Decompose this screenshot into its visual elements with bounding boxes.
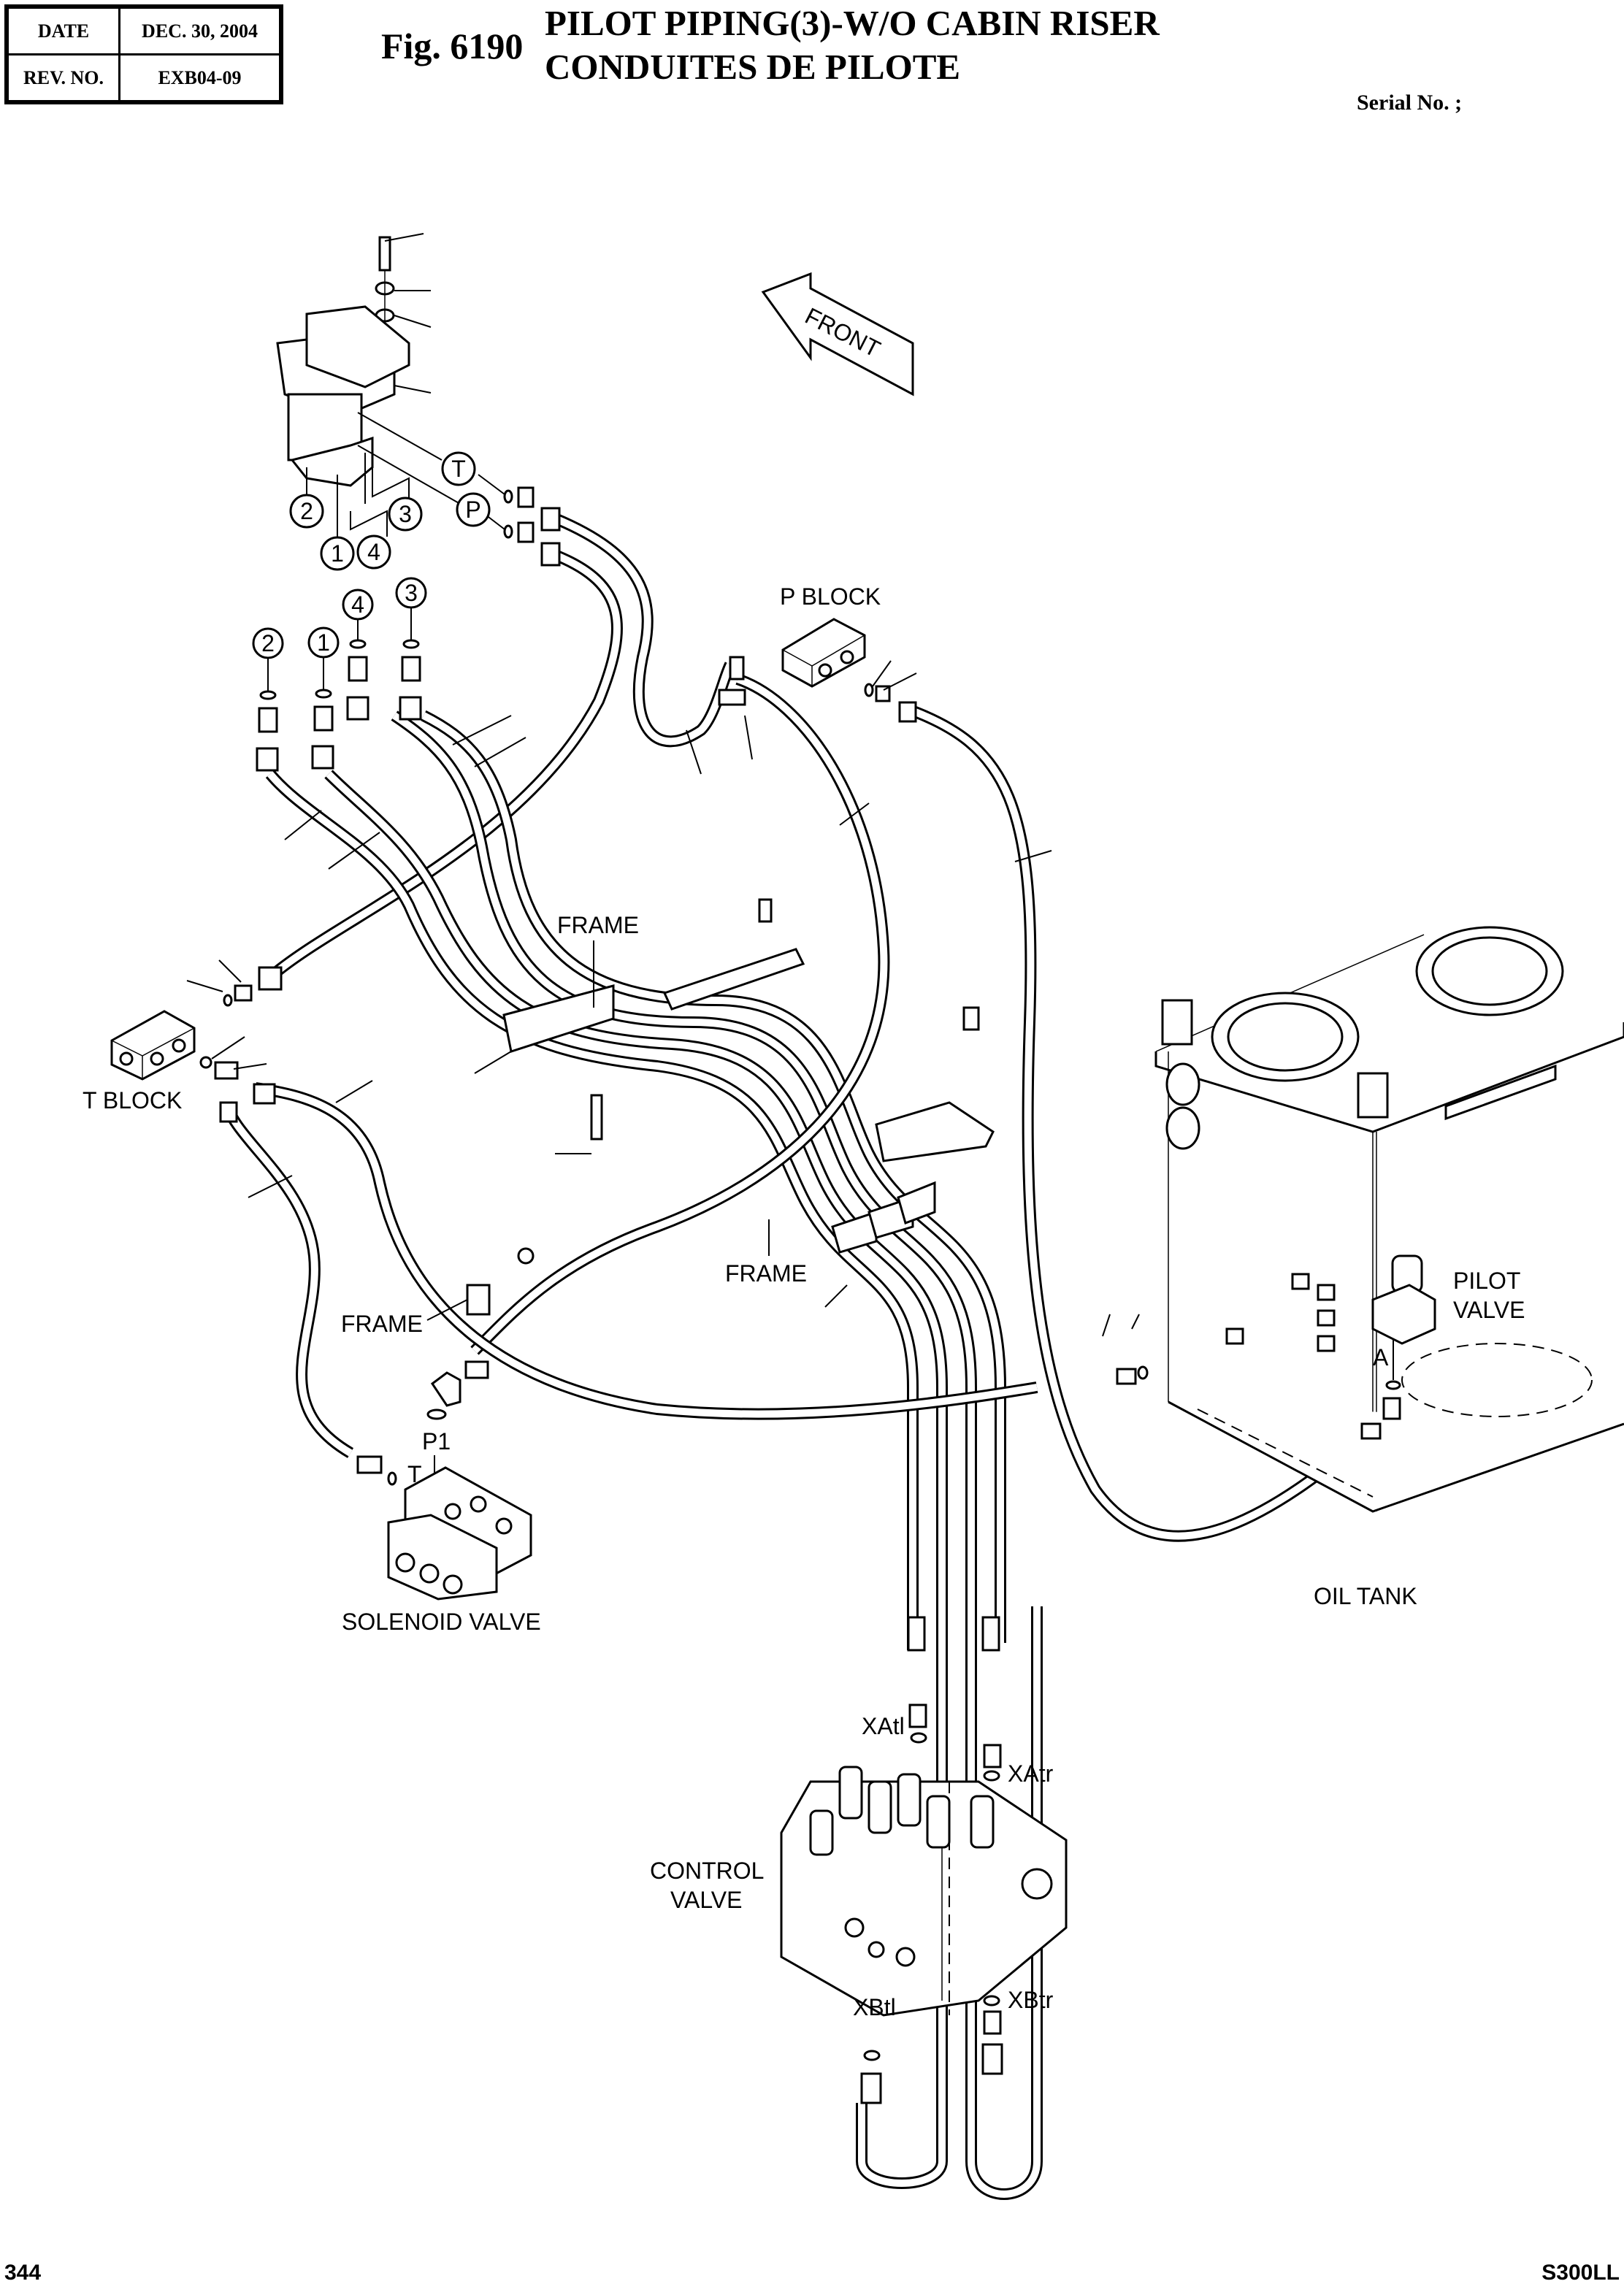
control-valve-label-2: VALVE [670,1887,742,1913]
fitting-port-circles: 2 1 4 3 [252,577,427,772]
port-label-p: P [465,497,480,523]
page-title: PILOT PIPING(3)-W/O CABIN RISER CONDUITE… [545,1,1160,89]
oil-tank: OIL TANK [1154,926,1624,1609]
joystick-fittings [503,486,561,567]
circle-number: 4 [367,539,380,565]
hose-bundle [221,513,1377,2200]
t-block-label: T BLOCK [83,1087,182,1114]
title-french: CONDUITES DE PILOTE [545,47,961,87]
frame-label-1: FRAME [557,912,639,938]
p-block-label: P BLOCK [780,583,881,610]
control-valve: CONTROL VALVE XAtl XAtr XBtl XBtr [650,1616,1068,2104]
solenoid-valve-label: SOLENOID VALVE [342,1609,541,1635]
figure-number: Fig. 6190 [381,26,524,66]
port-label-xatr: XAtr [1008,1760,1054,1787]
circle-number: 2 [300,498,313,524]
pilot-valve-label-1: PILOT [1453,1268,1520,1294]
port-label-xbtl: XBtl [853,1994,896,2020]
circle-number: 3 [405,580,418,606]
front-arrow: FRONT [761,272,914,396]
model-code: S300LL [1541,2261,1620,2285]
pilot-valve: PILOT VALVE A [1116,1254,1525,1440]
frame-labels: FRAME FRAME FRAME [341,912,807,1337]
port-label-t: T [451,456,466,482]
title-english: PILOT PIPING(3)-W/O CABIN RISER [545,3,1160,43]
joystick-port-circles: 2 1 4 3 T P [289,451,491,571]
circle-number: 4 [351,591,364,618]
port-label-t-solenoid: T [407,1461,422,1487]
date-label: DATE [5,5,120,55]
circle-number: 2 [261,630,275,656]
port-label-xatl: XAtl [862,1713,905,1739]
joystick-leaders [306,412,508,540]
oil-tank-label: OIL TANK [1314,1583,1417,1609]
solenoid-valve: P1 T SOLENOID VALVE [342,1360,541,1635]
pilot-valve-label-2: VALVE [1453,1297,1525,1323]
port-label-xbtr: XBtr [1008,1987,1054,2013]
circle-number: 1 [331,540,344,567]
control-valve-label-1: CONTROL [650,1858,764,1884]
frame-clamps [466,898,995,1316]
frame-label-2: FRAME [725,1260,807,1287]
rev-label: REV. NO. [5,53,120,104]
port-label-a: A [1373,1344,1389,1371]
port-label-p1: P1 [422,1428,451,1454]
page-number: 344 [4,2261,42,2285]
serial-number: Serial No. ; [1357,91,1463,115]
leader-lines [248,715,1140,1337]
circle-number: 1 [317,629,330,656]
frame-label-3: FRAME [341,1311,423,1337]
t-block: T BLOCK [83,959,283,1123]
revision-table: DATE DEC. 30, 2004 REV. NO. EXB04-09 [4,4,283,104]
remote-control-valve [276,233,432,487]
p-block: P BLOCK [718,583,917,723]
rev-value: EXB04-09 [118,53,283,104]
date-value: DEC. 30, 2004 [118,5,283,55]
circle-number: 3 [399,501,412,527]
